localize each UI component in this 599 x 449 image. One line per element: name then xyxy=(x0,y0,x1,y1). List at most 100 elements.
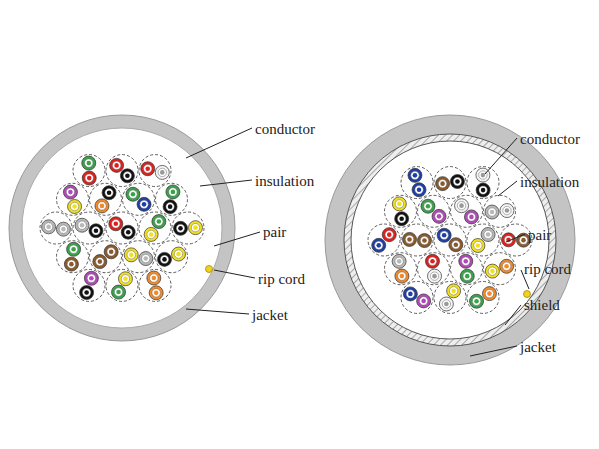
wire-insulation xyxy=(144,227,158,241)
wire-ring xyxy=(191,223,199,231)
wire-conductor xyxy=(422,238,427,243)
wire-ring xyxy=(442,300,450,308)
wire-ring xyxy=(147,230,155,238)
leader-line xyxy=(214,270,255,278)
jacket xyxy=(9,115,235,341)
wire-ring xyxy=(428,257,436,265)
wire-insulation xyxy=(417,234,431,248)
wire-ring xyxy=(406,290,414,298)
wire-insulation xyxy=(172,247,186,261)
pair-outline xyxy=(123,241,155,273)
wire-ring xyxy=(124,228,132,236)
wire-insulation xyxy=(408,168,422,182)
wire-ring xyxy=(479,171,487,179)
leader-line xyxy=(186,128,252,158)
wire-ring xyxy=(85,159,93,167)
wire-conductor xyxy=(521,238,526,243)
wire-conductor xyxy=(437,214,442,219)
conductor-label: conductor xyxy=(520,131,580,147)
pair-outline xyxy=(57,183,89,215)
wire-ring xyxy=(87,274,95,282)
wire-conductor xyxy=(490,269,495,274)
wire-conductor xyxy=(440,181,445,186)
wire-ring xyxy=(474,241,482,249)
conductor-label: conductor xyxy=(255,121,315,137)
wire-conductor xyxy=(399,216,404,221)
wire-insulation xyxy=(485,264,499,278)
wire-ring xyxy=(463,272,471,280)
wire-ring xyxy=(485,289,493,297)
wire-insulation xyxy=(395,212,409,226)
wire-insulation xyxy=(80,286,94,300)
wire-insulation xyxy=(152,215,166,229)
wire-insulation xyxy=(455,199,469,213)
wire-ring xyxy=(467,213,475,221)
wire-ring xyxy=(92,227,100,235)
wire-ring xyxy=(395,257,403,265)
wire-insulation xyxy=(149,286,163,300)
wire-conductor xyxy=(152,276,157,281)
wire-insulation xyxy=(75,218,89,232)
pair-outline xyxy=(401,167,433,199)
wire-insulation xyxy=(42,220,56,234)
pair-outline xyxy=(156,183,188,215)
pair-outline xyxy=(484,253,516,285)
wire-conductor xyxy=(487,291,492,296)
wire-ring xyxy=(166,202,174,210)
wire-insulation xyxy=(84,271,98,285)
wire-conductor xyxy=(387,232,392,237)
wire-ring xyxy=(449,287,457,295)
wire-ring xyxy=(107,248,115,256)
wire-insulation xyxy=(481,227,495,241)
wire-insulation xyxy=(102,186,116,200)
wire-insulation xyxy=(110,158,124,172)
wire-conductor xyxy=(129,253,134,258)
wire-ring xyxy=(112,220,120,228)
wire-conductor xyxy=(444,302,449,307)
wire-conductor xyxy=(98,259,103,264)
wire-ring xyxy=(140,200,148,208)
wire-conductor xyxy=(125,173,130,178)
wire-conductor xyxy=(109,250,114,255)
wire-insulation xyxy=(121,225,135,239)
wire-ring xyxy=(78,221,86,229)
wire-conductor xyxy=(142,202,147,207)
wire-ring xyxy=(44,223,52,231)
wire-ring xyxy=(411,171,419,179)
wire-insulation xyxy=(470,294,484,308)
wire-conductor xyxy=(490,210,495,215)
wire-ring xyxy=(419,297,427,305)
wire-conductor xyxy=(397,259,402,264)
wire-conductor xyxy=(87,176,92,181)
wire-ring xyxy=(114,288,122,296)
wire-ring xyxy=(82,288,90,296)
wire-ring xyxy=(420,236,428,244)
wire-conductor xyxy=(193,225,198,230)
leader-line xyxy=(186,309,249,314)
wire-conductor xyxy=(413,173,418,178)
wire-insulation xyxy=(188,221,202,235)
wire-ring xyxy=(176,224,184,232)
pair-outline xyxy=(467,224,499,256)
wire-insulation xyxy=(428,269,442,283)
wire-conductor xyxy=(80,223,85,228)
wire-ring xyxy=(430,272,438,280)
wire-insulation xyxy=(417,294,431,308)
wire-ring xyxy=(519,236,527,244)
pair-outline xyxy=(172,212,204,244)
wire-insulation xyxy=(67,242,81,256)
wire-conductor xyxy=(86,161,91,166)
core xyxy=(22,128,222,328)
wire-conductor xyxy=(474,299,479,304)
wire-insulation xyxy=(112,285,126,299)
wire-conductor xyxy=(89,276,94,281)
wire-conductor xyxy=(123,276,128,281)
pair-outline xyxy=(418,195,450,227)
wire-ring xyxy=(144,165,152,173)
wire-ring xyxy=(375,241,383,249)
wire-ring xyxy=(129,190,137,198)
wire-ring xyxy=(440,231,448,239)
wire-insulation xyxy=(82,171,96,185)
wire-ring xyxy=(438,179,446,187)
